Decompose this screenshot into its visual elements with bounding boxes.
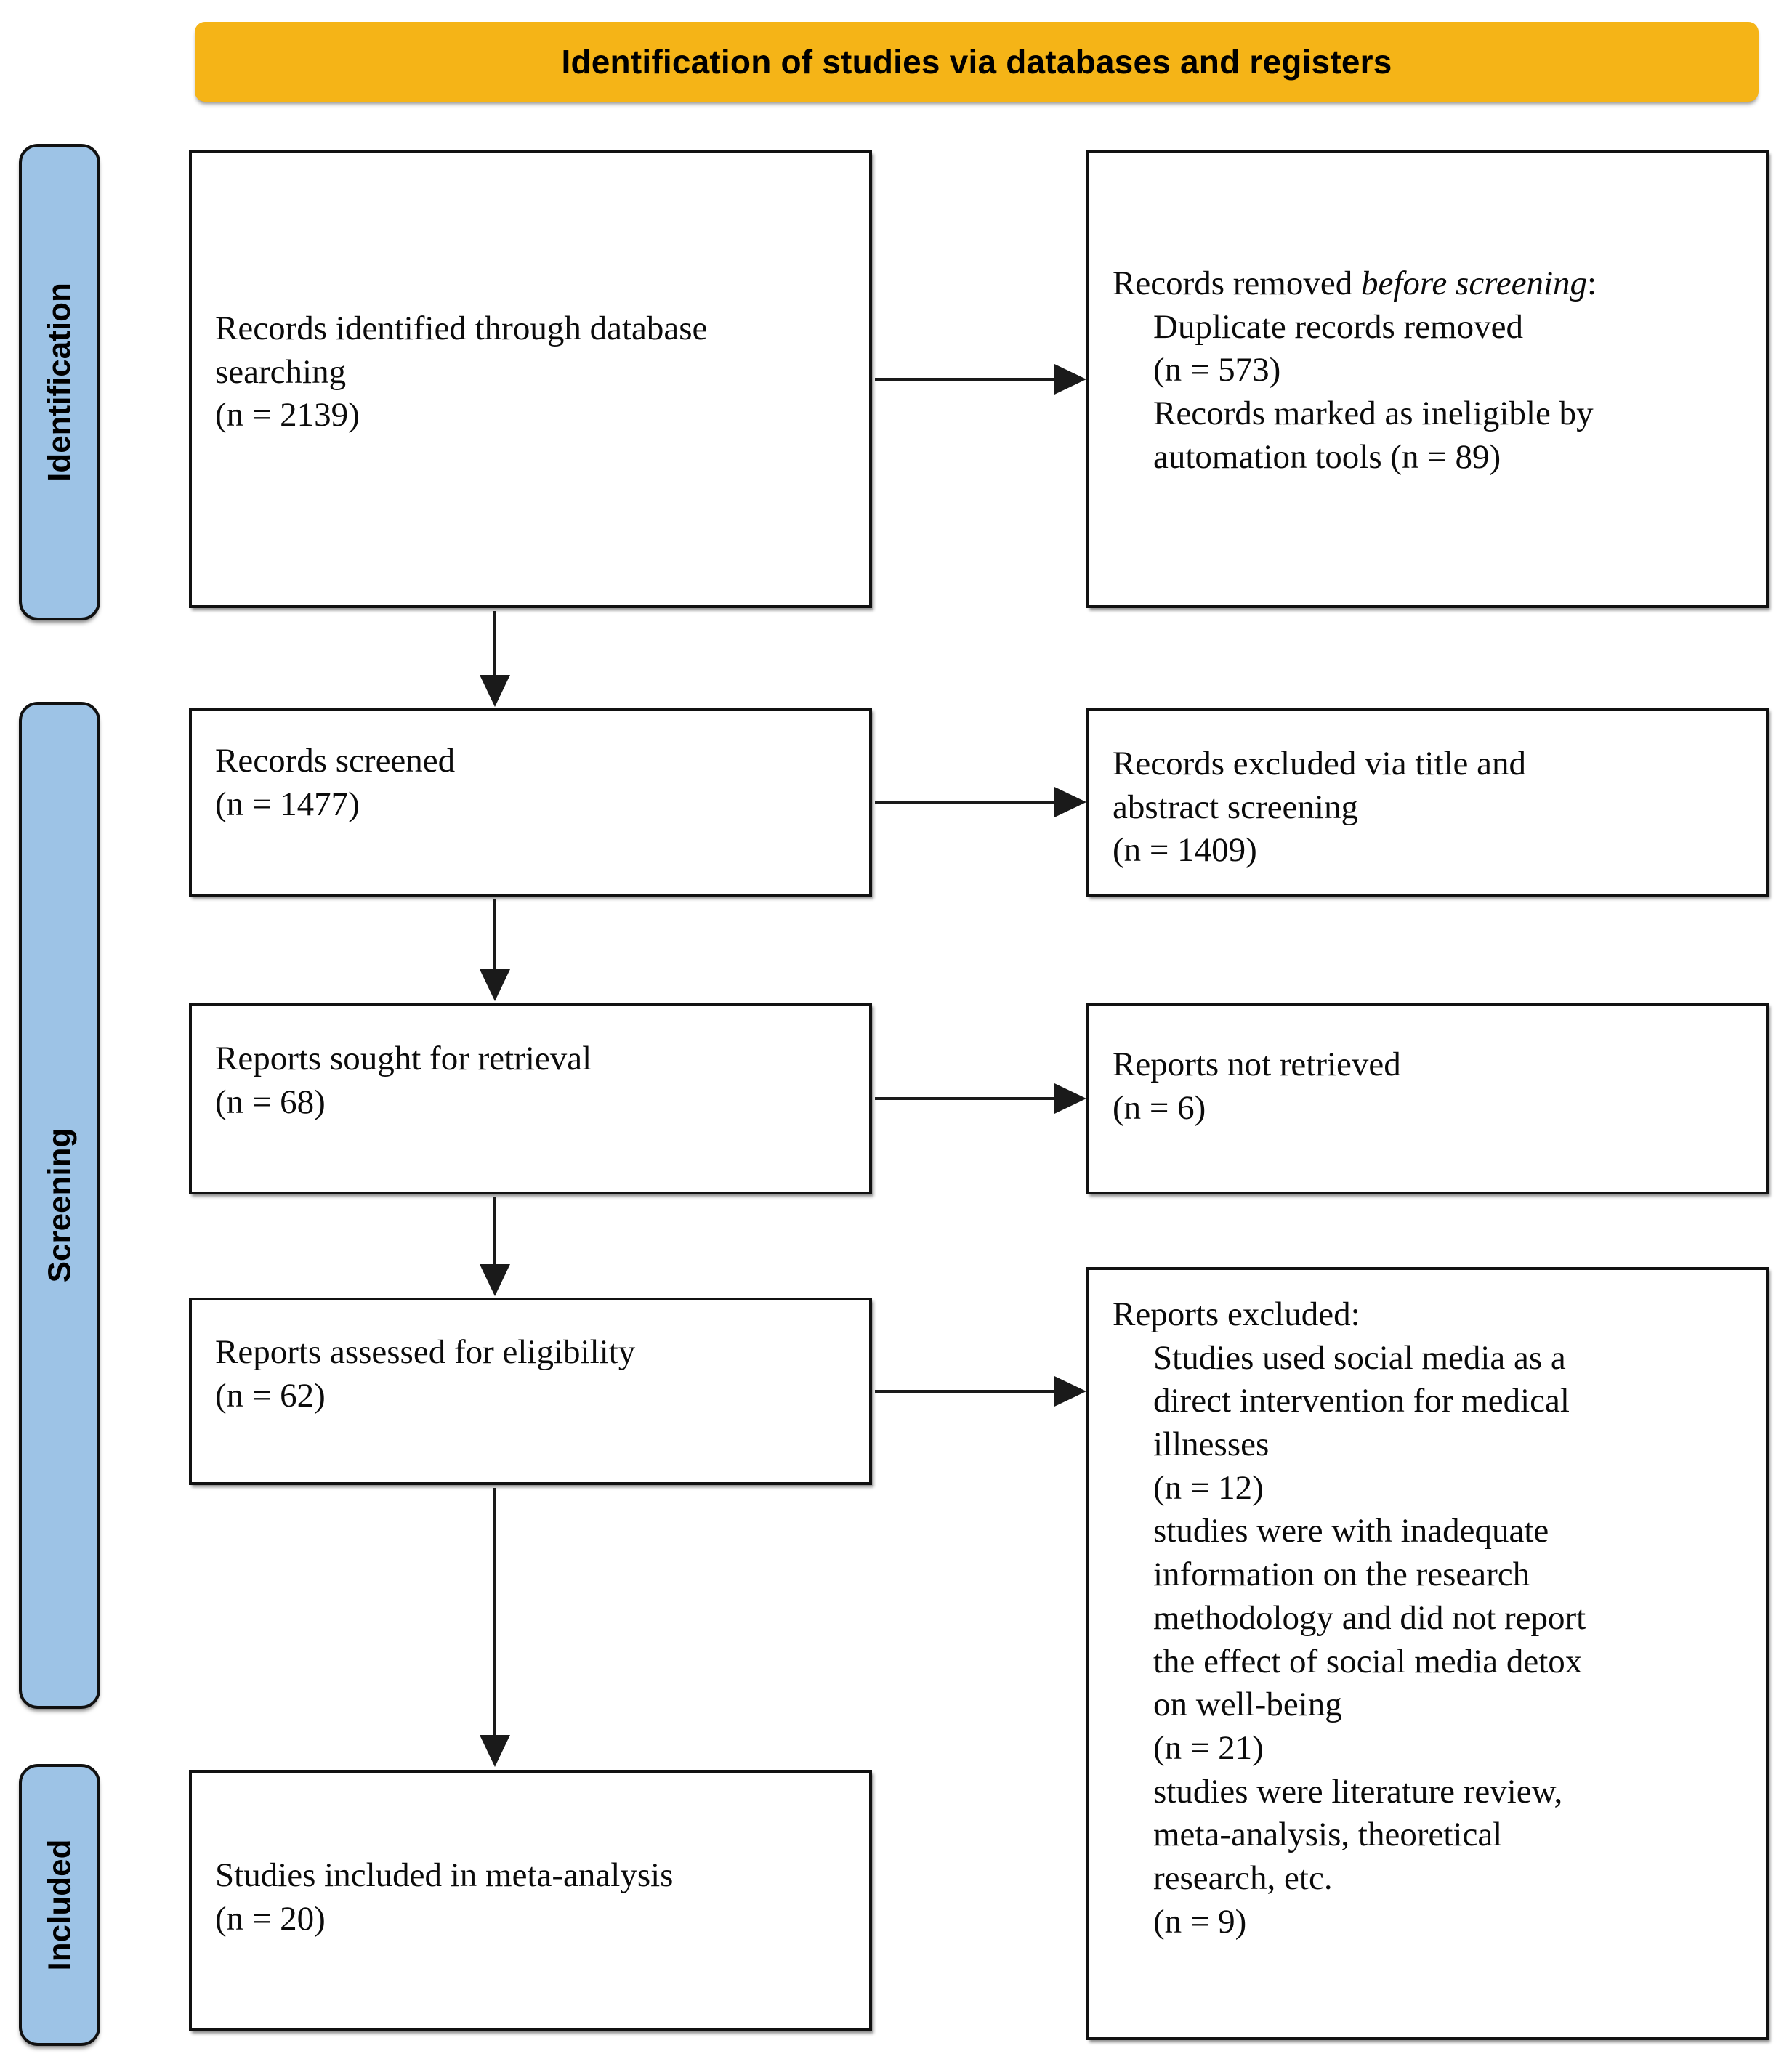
arrow-shaft — [493, 899, 496, 969]
reports-excluded-r2-count: (n = 21) — [1153, 1728, 1264, 1767]
box-reports-sought-text: Reports sought for retrieval (n = 68) — [215, 1037, 855, 1124]
studies-included-count: (n = 20) — [215, 1899, 326, 1938]
arrow-head-right-icon — [1054, 1083, 1086, 1114]
reports-excluded-r2-l2: information on the research — [1153, 1556, 1530, 1594]
box-reports-assessed: Reports assessed for eligibility (n = 62… — [189, 1298, 872, 1485]
reports-excluded-r2-l3: methodology and did not report — [1153, 1598, 1586, 1637]
box-reports-not-retrieved-text: Reports not retrieved (n = 6) — [1113, 1043, 1751, 1130]
stage-label-included-text: Included — [41, 1839, 77, 1971]
not-retrieved-count: (n = 6) — [1113, 1088, 1206, 1127]
reports-excluded-r1-count: (n = 12) — [1153, 1468, 1264, 1507]
box-records-identified: Records identified through database sear… — [189, 150, 872, 608]
box-records-screened-text: Records screened (n = 1477) — [215, 740, 855, 826]
box-studies-included-text: Studies included in meta-analysis (n = 2… — [215, 1854, 855, 1941]
stage-label-identification-text: Identification — [41, 283, 77, 482]
duplicate-records-line: Duplicate records removed — [1153, 307, 1523, 346]
excluded-ta-count: (n = 1409) — [1113, 831, 1257, 870]
records-identified-line2: searching — [215, 352, 347, 391]
ineligible-records-line: Records marked as ineligible by — [1153, 395, 1594, 433]
arrow-shaft — [493, 611, 496, 675]
arrow-shaft — [875, 378, 1054, 381]
duplicate-records-count: (n = 573) — [1153, 351, 1281, 389]
box-records-excluded-title-abstract-text: Records excluded via title and abstract … — [1113, 743, 1751, 873]
records-removed-prefix: Records removed — [1113, 264, 1361, 302]
box-reports-excluded: Reports excluded: Studies used social me… — [1086, 1267, 1769, 2040]
reports-excluded-r3-l3: research, etc. — [1153, 1858, 1333, 1897]
arrow-head-down-icon — [480, 675, 510, 707]
arrow-head-down-icon — [480, 969, 510, 1001]
box-records-identified-text: Records identified through database sear… — [215, 307, 855, 437]
reports-assessed-line1: Reports assessed for eligibility — [215, 1333, 636, 1371]
box-studies-included: Studies included in meta-analysis (n = 2… — [189, 1770, 872, 2031]
arrow-head-right-icon — [1054, 364, 1086, 395]
excluded-ta-line1: Records excluded via title and — [1113, 745, 1527, 782]
reports-sought-line1: Reports sought for retrieval — [215, 1040, 592, 1077]
arrow-head-down-icon — [480, 1264, 510, 1296]
reports-excluded-r3-l2: meta-analysis, theoretical — [1153, 1816, 1503, 1854]
stage-label-screening: Screening — [19, 702, 100, 1709]
reports-excluded-r2-l1: studies were with inadequate — [1153, 1512, 1549, 1550]
reports-excluded-r2-l5: on well-being — [1153, 1686, 1342, 1724]
arrow-head-right-icon — [1054, 1376, 1086, 1407]
arrow-shaft — [493, 1197, 496, 1264]
reports-excluded-r1-l3: illnesses — [1153, 1425, 1270, 1464]
stage-label-identification: Identification — [19, 144, 100, 620]
records-identified-line1: Records identified through database — [215, 310, 708, 347]
studies-included-line1: Studies included in meta-analysis — [215, 1856, 674, 1894]
reports-excluded-r1-l1: Studies used social media as a — [1153, 1338, 1566, 1377]
box-reports-excluded-text: Reports excluded: Studies used social me… — [1113, 1293, 1751, 1943]
records-removed-suffix: : — [1587, 264, 1597, 302]
header-banner: Identification of studies via databases … — [195, 22, 1759, 102]
reports-excluded-r3-l1: studies were literature review, — [1153, 1772, 1563, 1811]
box-reports-sought: Reports sought for retrieval (n = 68) — [189, 1003, 872, 1194]
page-title: Identification of studies via databases … — [561, 43, 1392, 81]
stage-label-screening-text: Screening — [41, 1128, 77, 1283]
records-removed-italic: before screening — [1360, 264, 1588, 302]
reports-assessed-count: (n = 62) — [215, 1376, 326, 1415]
records-identified-count: (n = 2139) — [215, 396, 360, 434]
reports-sought-count: (n = 68) — [215, 1083, 326, 1121]
stage-label-included: Included — [19, 1764, 100, 2046]
box-records-removed: Records removed before screening: Duplic… — [1086, 150, 1769, 608]
arrow-shaft — [493, 1488, 496, 1735]
arrow-shaft — [875, 1097, 1054, 1100]
box-reports-not-retrieved: Reports not retrieved (n = 6) — [1086, 1003, 1769, 1194]
excluded-ta-line2: abstract screening — [1113, 788, 1358, 826]
box-records-excluded-title-abstract: Records excluded via title and abstract … — [1086, 708, 1769, 897]
arrow-head-down-icon — [480, 1735, 510, 1767]
arrow-head-right-icon — [1054, 787, 1086, 817]
box-reports-assessed-text: Reports assessed for eligibility (n = 62… — [215, 1331, 855, 1417]
reports-excluded-heading: Reports excluded: — [1113, 1295, 1360, 1333]
reports-excluded-r2-l4: the effect of social media detox — [1153, 1642, 1583, 1680]
arrow-shaft — [875, 1390, 1054, 1393]
arrow-shaft — [875, 801, 1054, 804]
box-records-removed-text: Records removed before screening: Duplic… — [1113, 262, 1751, 479]
ineligible-records-count: automation tools (n = 89) — [1153, 437, 1501, 476]
records-screened-line1: Records screened — [215, 742, 456, 780]
reports-excluded-r3-count: (n = 9) — [1153, 1902, 1247, 1941]
reports-excluded-r1-l2: direct intervention for medical — [1153, 1382, 1570, 1420]
not-retrieved-line1: Reports not retrieved — [1113, 1045, 1401, 1083]
records-screened-count: (n = 1477) — [215, 785, 360, 823]
box-records-screened: Records screened (n = 1477) — [189, 708, 872, 897]
